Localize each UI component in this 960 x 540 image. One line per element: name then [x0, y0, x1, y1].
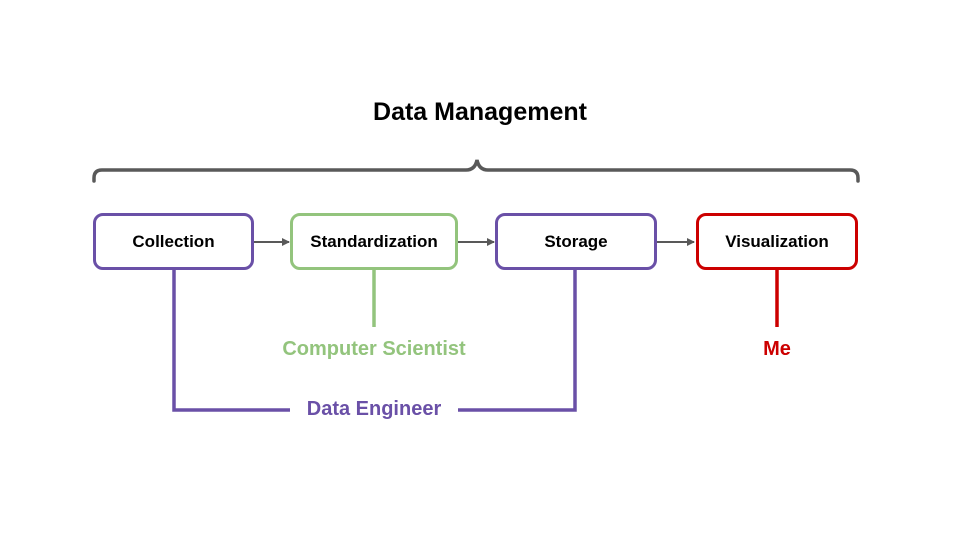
role-data-engineer: Data Engineer — [306, 398, 442, 420]
diagram-title: Data Management — [373, 98, 587, 126]
connector-data-engineer-left — [172, 270, 290, 412]
connector-data-engineer-right — [458, 270, 577, 412]
stage-collection: Collection — [93, 213, 254, 270]
stage-storage: Storage — [495, 213, 657, 270]
stage-standardization-label: Standardization — [310, 231, 438, 251]
role-computer-scientist: Computer Scientist — [282, 338, 466, 360]
stage-visualization-label: Visualization — [725, 231, 829, 251]
curly-brace — [92, 159, 860, 183]
role-me: Me — [763, 338, 791, 360]
stage-visualization: Visualization — [696, 213, 858, 270]
stage-standardization: Standardization — [290, 213, 458, 270]
stage-storage-label: Storage — [544, 231, 608, 251]
stage-collection-label: Collection — [132, 231, 215, 251]
